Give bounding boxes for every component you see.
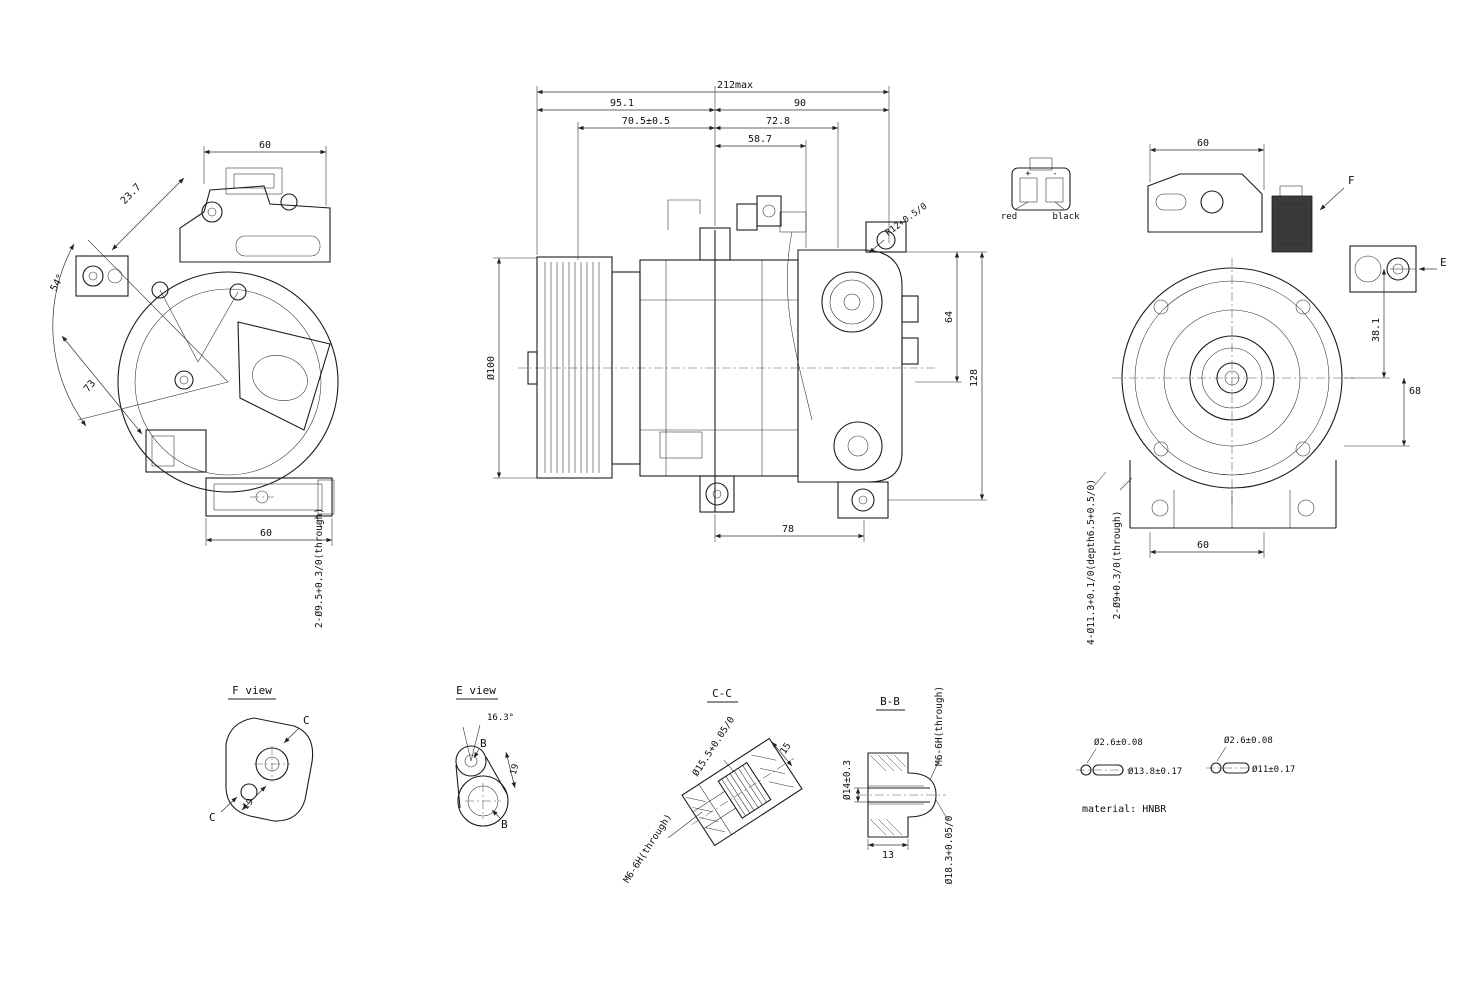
- oring-large-inner-dia: Ø13.8±0.17: [1128, 766, 1182, 777]
- connector-minus-label: -: [1052, 169, 1057, 179]
- e-view-dim-19: 19: [509, 763, 521, 776]
- right-label-f: F: [1348, 174, 1355, 187]
- oring-small-cs-dia: Ø2.6±0.08: [1224, 735, 1273, 746]
- f-view: F view C C 19: [209, 684, 314, 824]
- front-view: 212max 95.1 90 70.5±0.5 72.8 58.7 Ø100 6…: [485, 80, 987, 542]
- right-dim-68: 68: [1409, 386, 1421, 397]
- f-view-label-c-upper: C: [303, 714, 310, 727]
- left-dim-60-bottom: 60: [260, 528, 272, 539]
- right-dim-60-top: 60: [1197, 138, 1209, 149]
- left-dim-73: 73: [82, 378, 98, 394]
- section-cc-thread: M6-6H(through): [621, 812, 674, 885]
- right-dim-60-bottom: 60: [1197, 540, 1209, 551]
- section-cc-dim-15: 15: [778, 741, 793, 757]
- oring-large-cs-dia: Ø2.6±0.08: [1094, 737, 1143, 748]
- section-bb-dia-18-3: Ø18.3+0.05/0: [944, 815, 955, 884]
- e-view-angle-16-3: 16.3°: [487, 713, 514, 723]
- e-view-label-b-lower: B: [501, 818, 508, 831]
- oring-large-material: material: HNBR: [1082, 804, 1167, 815]
- main-radius-r12: R12+0.5/0: [884, 202, 929, 239]
- main-dim-58-7: 58.7: [748, 134, 772, 145]
- connector-detail: + - red black: [1001, 157, 1080, 222]
- main-dim-64: 64: [944, 311, 955, 323]
- main-dim-128: 128: [969, 369, 980, 387]
- right-hole-callout-depth: 4-Ø11.3+0.1/0(depth6.5+0.5/0): [1086, 479, 1097, 645]
- right-dim-38-1: 38.1: [1371, 318, 1382, 342]
- main-dim-78: 78: [782, 524, 794, 535]
- e-view-label-b-upper: B: [480, 737, 487, 750]
- left-hole-callout: 2-Ø9.5+0.3/0(through): [314, 508, 325, 628]
- right-side-view: F E 60 38.1 68 60 4-Ø11.3+0.1/0(depth6.5…: [1086, 138, 1447, 645]
- f-view-title: F view: [232, 684, 272, 697]
- left-side-view: 60 23.7 54° 73 60 2-Ø9.5+0.3/0(through): [49, 140, 339, 628]
- section-bb-dim-13: 13: [882, 850, 894, 861]
- section-cc-dia-15-5: Ø15.5+0.05/0: [691, 715, 738, 779]
- oring-detail-large: Ø2.6±0.08 Ø13.8±0.17 material: HNBR: [1076, 737, 1182, 815]
- right-hole-callout-through: 2-Ø9+0.3/0(through): [1112, 511, 1123, 620]
- oring-small-inner-dia: Ø11±0.17: [1252, 764, 1295, 775]
- main-dim-72-8: 72.8: [766, 116, 790, 127]
- connector-black-label: black: [1052, 212, 1080, 222]
- oring-detail-small: Ø2.6±0.08 Ø11±0.17: [1206, 735, 1295, 775]
- main-dim-212max: 212max: [717, 80, 753, 91]
- section-b-b: B-B Ø14±0.3 M6-6H(through) 13 Ø18.3+0.: [842, 686, 955, 884]
- main-dim-70-5: 70.5±0.5: [622, 116, 670, 127]
- connector-red-label: red: [1001, 212, 1017, 222]
- connector-plus-label: +: [1025, 169, 1031, 179]
- section-bb-thread: M6-6H(through): [934, 686, 945, 766]
- e-view: E view 16.3° B B 19: [455, 684, 521, 831]
- left-dim-60-top: 60: [259, 140, 271, 151]
- section-cc-title: C-C: [712, 687, 732, 700]
- left-dim-23-7: 23.7: [119, 182, 144, 207]
- f-view-label-c-lower: C: [209, 811, 216, 824]
- f-view-dim-19: 19: [241, 797, 256, 812]
- section-c-c: C-C Ø15.5+0.05/0 15 M6-6H: [621, 687, 803, 885]
- main-dim-95-1: 95.1: [610, 98, 634, 109]
- e-view-title: E view: [456, 684, 496, 697]
- left-angle-54: 54°: [49, 272, 67, 293]
- right-label-e: E: [1440, 256, 1447, 269]
- section-bb-dia-14: Ø14±0.3: [842, 760, 853, 800]
- main-dia-100: Ø100: [485, 356, 497, 380]
- main-dim-90: 90: [794, 98, 806, 109]
- section-bb-title: B-B: [880, 695, 900, 708]
